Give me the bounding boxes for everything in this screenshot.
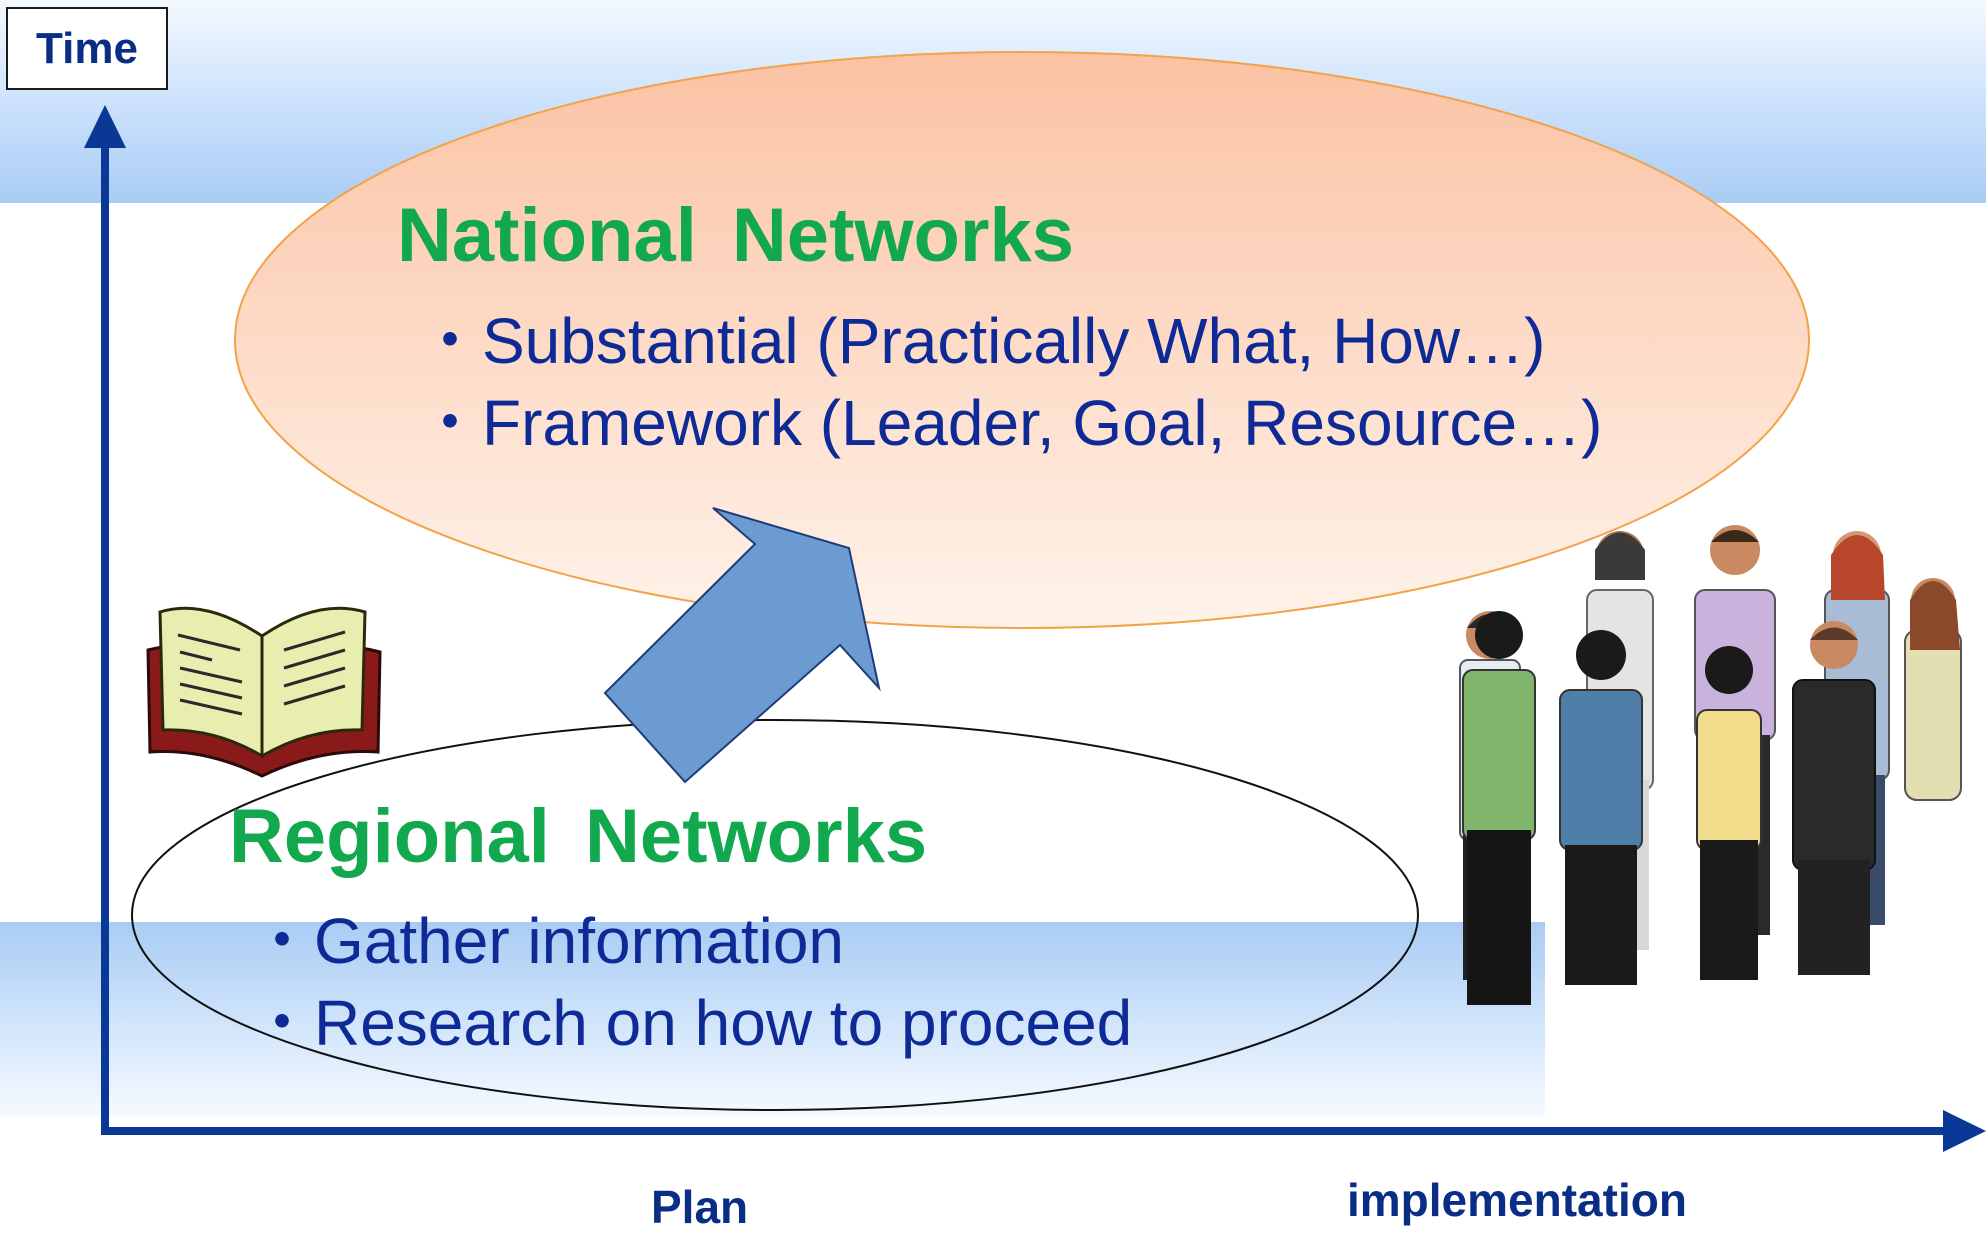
progress-arrow xyxy=(603,507,881,784)
person xyxy=(1559,630,1643,985)
national-item-substantial: ・Substantial (Practically What, How…) xyxy=(418,305,1546,377)
regional-item-gather: ・Gather information xyxy=(250,905,845,977)
person xyxy=(1904,578,1962,801)
person xyxy=(1792,621,1876,975)
regional-networks-title: Regional Networks xyxy=(229,794,928,879)
national-networks-title: National Networks xyxy=(397,193,1075,278)
open-book-icon xyxy=(146,606,382,778)
person xyxy=(1696,646,1762,980)
regional-ellipse xyxy=(131,719,1419,1111)
x-axis-label-implementation: implementation xyxy=(1347,1174,1687,1226)
regional-item-research: ・Research on how to proceed xyxy=(250,987,1133,1059)
axes xyxy=(84,105,1986,1152)
time-axis-label: Time xyxy=(6,7,168,90)
national-ellipse xyxy=(234,51,1810,629)
national-item-framework: ・Framework (Leader, Goal, Resource…) xyxy=(418,387,1603,459)
x-axis-label-plan: Plan xyxy=(651,1181,749,1233)
bottom-gradient-band xyxy=(0,922,1545,1117)
people-group-icon xyxy=(1459,525,1962,1005)
y-axis-arrowhead xyxy=(84,105,126,148)
x-axis-arrowhead xyxy=(1943,1110,1986,1152)
person xyxy=(1462,611,1536,1005)
